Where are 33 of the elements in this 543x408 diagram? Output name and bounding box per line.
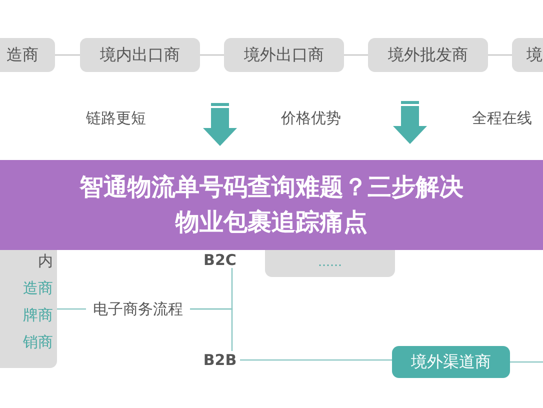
channel-box bbox=[392, 346, 510, 378]
node-text: 电子商务流程 bbox=[93, 300, 183, 318]
connector-line bbox=[488, 54, 512, 56]
connector-line bbox=[240, 359, 392, 361]
benefit-text: 链路更短 bbox=[86, 109, 146, 128]
connector-line bbox=[55, 54, 80, 56]
rounded-box bbox=[0, 38, 55, 72]
rounded-box bbox=[80, 38, 200, 72]
title-text: 智通物流单号码查询难题？三步解决物业包裹追踪痛点 bbox=[78, 172, 464, 238]
connector-line bbox=[344, 54, 368, 56]
node-text: 牌商 bbox=[23, 306, 53, 324]
rounded-box bbox=[368, 38, 488, 72]
connector-line bbox=[200, 54, 224, 56]
node-text: 境外渠道商 bbox=[411, 352, 491, 372]
connector-line bbox=[57, 308, 86, 310]
connector-line bbox=[510, 361, 543, 363]
node-text: 内 bbox=[38, 252, 53, 270]
node-text: 销商 bbox=[23, 333, 53, 351]
benefit-text: 全程在线 bbox=[472, 109, 532, 128]
rounded-box bbox=[224, 38, 344, 72]
node-text: 境 bbox=[526, 45, 542, 65]
node-text: …… bbox=[318, 254, 342, 269]
node-text: 境外出口商 bbox=[244, 45, 324, 65]
rounded-box bbox=[265, 250, 395, 277]
node-text: B2B bbox=[203, 351, 237, 369]
node-text: 境外批发商 bbox=[388, 45, 468, 65]
connector-line bbox=[190, 308, 233, 351]
benefit-text: 价格优势 bbox=[281, 109, 341, 128]
node-text: 造商 bbox=[23, 279, 53, 297]
node-text: 境内出口商 bbox=[100, 45, 180, 65]
group-panel bbox=[0, 250, 57, 368]
node-text: 造商 bbox=[6, 45, 38, 65]
node-text: B2C bbox=[204, 250, 236, 268]
